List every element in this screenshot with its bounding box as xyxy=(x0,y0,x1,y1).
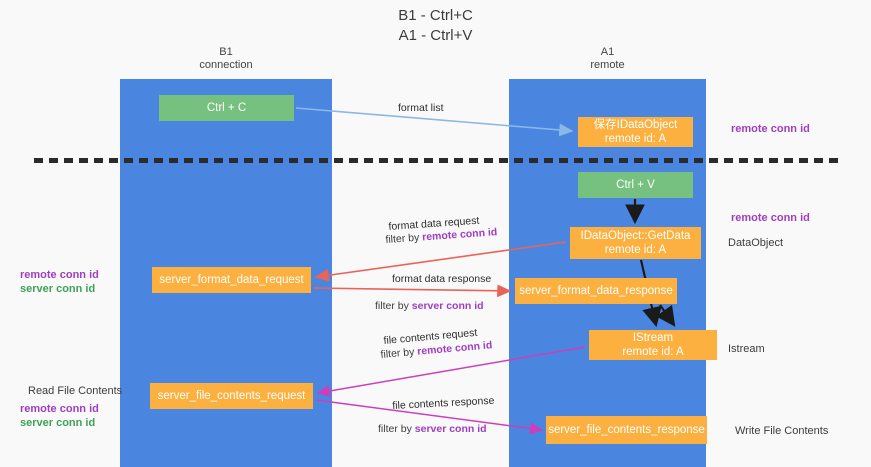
annotation-right-remote-conn-id-mid: remote conn id xyxy=(731,212,810,224)
diagram-title-line1: B1 - Ctrl+C xyxy=(398,7,473,24)
node-server-format-data-response-label: server_format_data_response xyxy=(519,285,673,297)
node-save-idataobject[interactable]: 保存IDataObject remote id: A xyxy=(578,117,693,147)
node-istream-line1: IStream xyxy=(632,332,674,344)
phase-divider xyxy=(34,158,839,163)
filter-key-server-conn-id: server conn id xyxy=(411,300,484,312)
annotation-left-server-conn-id-bot: server conn id xyxy=(20,417,96,429)
filter-key-server-conn-id: server conn id xyxy=(414,423,487,435)
swimlane-header-a1-role: remote xyxy=(590,59,625,71)
node-server-file-contents-response-label: server_file_contents_response xyxy=(548,424,705,436)
edge-label-file-contents-response: file contents response xyxy=(392,394,495,412)
node-idataobject-getdata[interactable]: IDataObject::GetData remote id: A xyxy=(570,227,701,259)
node-istream-line2: remote id: A xyxy=(622,346,684,358)
annotation-left-server-conn-id-mid: server conn id xyxy=(20,283,96,295)
edge-label-format-data-response-filter: filter by server conn id xyxy=(375,299,484,313)
filter-prefix: filter by xyxy=(380,345,418,361)
edge-format-data-response xyxy=(313,284,512,298)
node-istream[interactable]: IStream remote id: A xyxy=(589,330,717,360)
diagram-title-line2: A1 - Ctrl+V xyxy=(398,27,473,44)
filter-key-remote-conn-id: remote conn id xyxy=(421,226,498,244)
node-server-format-data-response[interactable]: server_format_data_response xyxy=(515,278,677,304)
filter-prefix: filter by xyxy=(378,423,415,435)
annotation-left-conn-ids-bottom: remote conn id server conn id xyxy=(20,402,99,430)
node-istream-text: IStream remote id: A xyxy=(622,331,683,359)
node-ctrl-v-label: Ctrl + V xyxy=(616,179,655,191)
diagram-title: B1 - Ctrl+C A1 - Ctrl+V xyxy=(0,6,871,46)
annotation-right-remote-conn-id-top: remote conn id xyxy=(731,123,810,135)
node-ctrl-c-label: Ctrl + C xyxy=(206,102,247,114)
node-server-format-data-request-label: server_format_data_request xyxy=(159,274,304,286)
node-ctrl-v[interactable]: Ctrl + V xyxy=(578,172,693,198)
node-server-file-contents-request-label: server_file_contents_request xyxy=(157,390,306,402)
swimlane-header-b1: B1 connection xyxy=(120,46,332,72)
node-idataobject-getdata-line1: IDataObject::GetData xyxy=(580,230,691,242)
node-save-idataobject-line2: remote id: A xyxy=(604,133,667,145)
annotation-left-remote-conn-id-bot: remote conn id xyxy=(20,403,99,415)
node-server-format-data-request[interactable]: server_format_data_request xyxy=(152,267,311,293)
annotation-left-read-file-contents: Read File Contents xyxy=(28,385,123,397)
swimlane-header-a1-name: A1 xyxy=(600,46,615,58)
node-idataobject-getdata-line2: remote id: A xyxy=(604,244,667,256)
annotation-left-conn-ids-mid: remote conn id server conn id xyxy=(20,268,99,296)
annotation-left-remote-conn-id-mid: remote conn id xyxy=(20,269,99,281)
swimlane-header-b1-name: B1 xyxy=(219,46,233,58)
edge-label-format-list: format list xyxy=(398,102,444,114)
filter-prefix: filter by xyxy=(375,300,412,312)
annotation-right-dataobject: DataObject xyxy=(728,237,784,249)
annotation-right-istream: Istream xyxy=(728,343,765,355)
node-idataobject-getdata-text: IDataObject::GetData remote id: A xyxy=(581,229,691,257)
node-server-file-contents-response[interactable]: server_file_contents_response xyxy=(546,416,707,444)
node-server-file-contents-request[interactable]: server_file_contents_request xyxy=(150,383,313,409)
swimlane-header-a1: A1 remote xyxy=(509,46,706,72)
node-save-idataobject-line1: 保存IDataObject xyxy=(593,119,678,131)
node-ctrl-c[interactable]: Ctrl + C xyxy=(159,95,294,121)
edge-label-file-contents-response-filter: filter by server conn id xyxy=(378,422,487,436)
filter-prefix: filter by xyxy=(385,231,423,246)
edge-label-format-data-response: format data response xyxy=(392,273,492,285)
annotation-right-write-file-contents: Write File Contents xyxy=(735,425,829,437)
node-save-idataobject-text: 保存IDataObject remote id: A xyxy=(594,118,678,146)
swimlane-header-b1-role: connection xyxy=(199,59,253,71)
